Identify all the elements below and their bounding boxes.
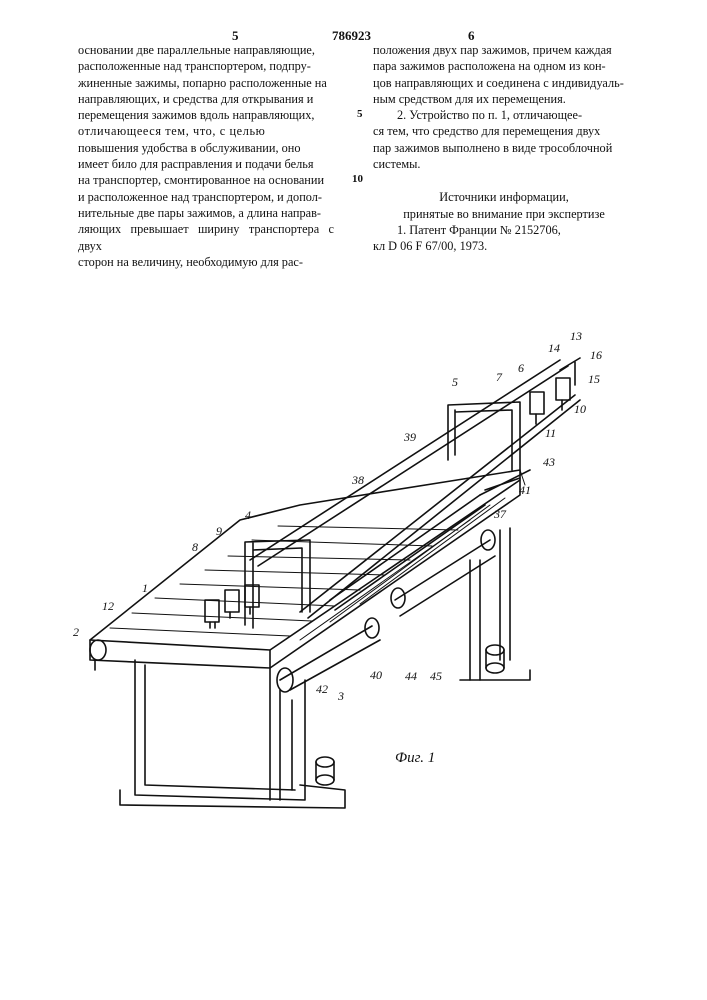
label-11: 11 xyxy=(545,426,556,440)
label-42: 42 xyxy=(316,682,328,696)
label-10: 10 xyxy=(574,402,586,416)
label-5: 5 xyxy=(452,375,458,389)
label-6: 6 xyxy=(518,361,524,375)
label-15: 15 xyxy=(588,372,600,386)
label-9: 9 xyxy=(216,524,222,538)
figure-caption: Фиг. 1 xyxy=(395,750,435,766)
label-40: 40 xyxy=(370,668,382,682)
label-3: 3 xyxy=(337,689,344,703)
label-38: 38 xyxy=(351,473,364,487)
label-43: 43 xyxy=(543,455,555,469)
label-4: 4 xyxy=(245,508,251,522)
label-8: 8 xyxy=(192,540,198,554)
label-7: 7 xyxy=(496,370,503,384)
label-37: 37 xyxy=(493,507,507,521)
label-44: 44 xyxy=(405,669,417,683)
label-1: 1 xyxy=(142,581,148,595)
conveyor-belt xyxy=(90,470,520,650)
label-39: 39 xyxy=(403,430,416,444)
label-41: 41 xyxy=(519,483,531,497)
label-14: 14 xyxy=(548,341,560,355)
label-16: 16 xyxy=(590,348,602,362)
label-2: 2 xyxy=(73,625,79,639)
label-12: 12 xyxy=(102,599,114,613)
label-45: 45 xyxy=(430,669,442,683)
label-13: 13 xyxy=(570,329,582,343)
